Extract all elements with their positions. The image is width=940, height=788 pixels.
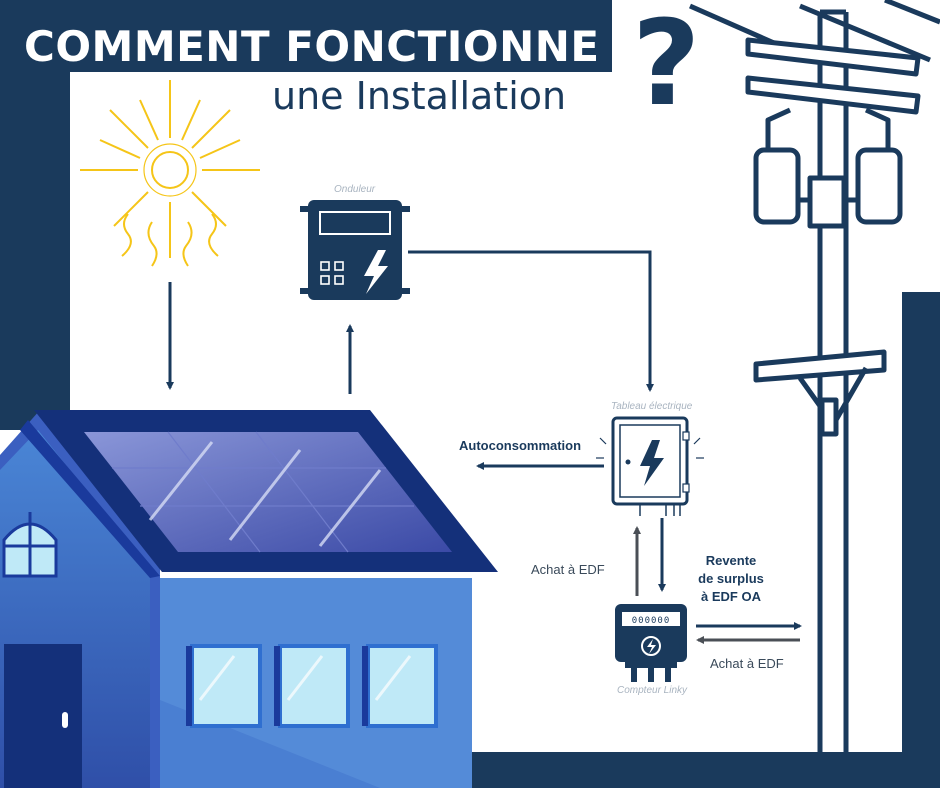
resale-line-2: de surplus bbox=[698, 571, 764, 586]
house-icon bbox=[0, 410, 498, 788]
bottom-band bbox=[470, 752, 940, 788]
resale-line-3: à EDF OA bbox=[701, 589, 761, 604]
resale-line-1: Revente bbox=[705, 553, 757, 568]
electrical-panel-label: Tableau électrique bbox=[611, 401, 693, 412]
resale-label: Revente de surplus à EDF OA bbox=[686, 552, 776, 606]
meter-digits: 000000 bbox=[632, 616, 671, 626]
self-consumption-label: Autoconsommation bbox=[459, 438, 582, 453]
right-band bbox=[902, 292, 940, 788]
inverter-to-panel-arrow bbox=[408, 250, 654, 392]
title-line-2: une Installation bbox=[272, 74, 567, 118]
electrical-panel-icon bbox=[596, 416, 704, 516]
inverter-label: Onduleur bbox=[334, 184, 376, 195]
linky-meter-label: Compteur Linky bbox=[617, 685, 688, 696]
linky-meter-icon bbox=[615, 604, 687, 682]
title-band bbox=[0, 0, 612, 72]
utility-pole-icon bbox=[688, 0, 940, 758]
purchase-label-left: Achat à EDF bbox=[531, 562, 605, 577]
title-line-1: COMMENT FONCTIONNE bbox=[24, 22, 600, 71]
purchase-label-right: Achat à EDF bbox=[710, 656, 784, 671]
sun-icon bbox=[80, 80, 260, 267]
left-band bbox=[0, 0, 70, 430]
inverter-icon bbox=[300, 200, 410, 300]
question-mark: ? bbox=[632, 0, 701, 132]
